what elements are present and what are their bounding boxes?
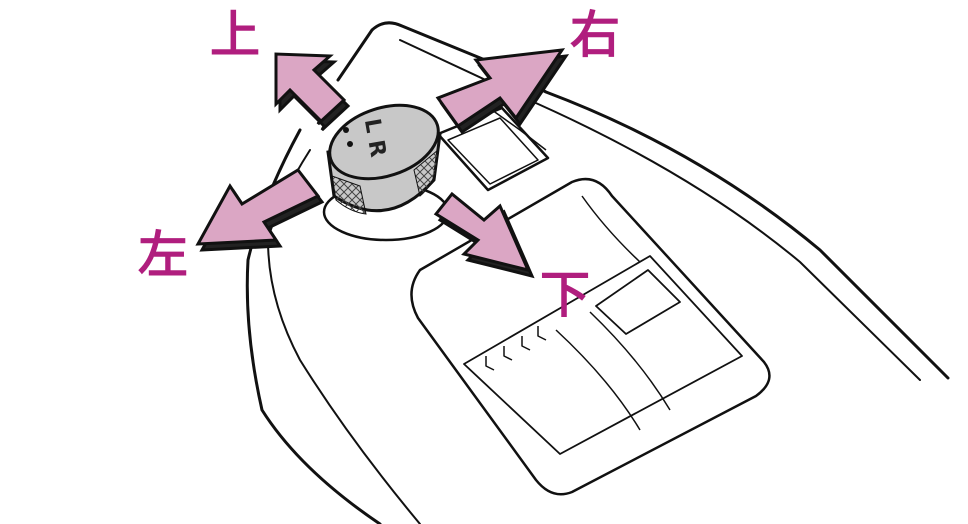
switch-ticks: [485, 326, 547, 371]
knob-top: [328, 103, 440, 181]
label-left: 左: [138, 226, 188, 284]
down-right-arrow-icon: [433, 191, 535, 279]
panel-divider-a: [555, 329, 641, 431]
knob-knurl-left: [331, 175, 367, 215]
console-outer-edge: [336, 21, 950, 380]
knob-dot-2: [347, 141, 353, 147]
knob-dot-1: [343, 127, 349, 133]
label-down: 下: [540, 266, 590, 324]
up-right-arrow-icon: [435, 48, 570, 135]
panel-step: [463, 255, 743, 455]
console-body: [245, 21, 950, 524]
mirror-knob: [326, 103, 442, 215]
window-switch-panel: [410, 177, 771, 496]
up-left-arrow-icon: [274, 52, 351, 132]
panel-outline: [410, 177, 771, 496]
knob-knurl-right: [413, 148, 439, 197]
label-right: 右: [570, 6, 620, 64]
panel-divider-b: [589, 311, 671, 411]
lock-button: [595, 269, 681, 335]
label-up: 上: [210, 6, 260, 64]
down-left-arrow-icon: [195, 168, 325, 252]
console-ridge: [399, 39, 921, 381]
panel-top-curve: [581, 195, 641, 263]
